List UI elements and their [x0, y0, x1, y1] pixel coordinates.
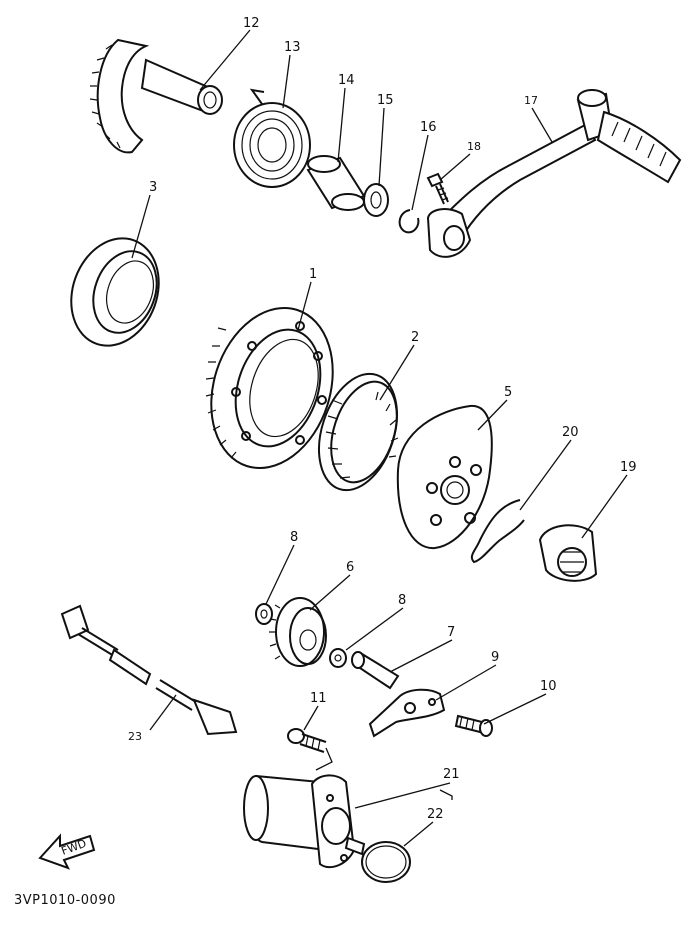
callout-21: 21 — [443, 767, 460, 782]
callout-7: 7 — [447, 625, 455, 640]
callout-18: 18 — [467, 140, 481, 153]
callout-12: 12 — [243, 16, 260, 31]
callout-17: 17 — [524, 94, 538, 107]
part-13-torsion-spring — [233, 88, 311, 188]
callout-6: 6 — [346, 560, 354, 575]
callout-labels: 12 13 14 15 16 17 18 3 1 2 5 20 19 8 6 8… — [128, 16, 637, 822]
leader-lines — [131, 29, 628, 847]
part-1-ring-gear — [205, 306, 334, 470]
callout-22: 22 — [427, 807, 444, 822]
callout-23: 23 — [128, 730, 142, 743]
callout-3: 3 — [149, 180, 157, 195]
fwd-arrow-icon: FWD — [38, 833, 96, 870]
callout-8-upper: 8 — [290, 530, 298, 545]
part-2-one-way-clutch — [318, 372, 399, 492]
callout-20: 20 — [562, 425, 579, 440]
part-8-washer-lower — [329, 648, 347, 668]
part-16-circlip — [398, 209, 420, 234]
callout-19: 19 — [620, 460, 637, 475]
part-11-bolt — [287, 728, 327, 753]
part-3-seal-ring — [70, 237, 160, 347]
callout-5: 5 — [504, 385, 512, 400]
callout-10: 10 — [540, 679, 557, 694]
part-19-pinion-gear — [538, 524, 598, 582]
callout-8-lower: 8 — [398, 593, 406, 608]
part-21-starter-motor — [243, 774, 366, 869]
callout-11: 11 — [310, 691, 327, 706]
callout-13: 13 — [284, 40, 301, 55]
part-12-kick-axle — [89, 38, 223, 154]
part-18-bolt — [426, 172, 449, 205]
callout-2: 2 — [411, 330, 419, 345]
part-15-washer — [363, 183, 389, 217]
part-23-wire-harness — [60, 604, 238, 736]
part-22-o-ring — [361, 841, 411, 883]
callout-1: 1 — [309, 267, 317, 282]
callout-15: 15 — [377, 93, 394, 108]
part-7-shaft — [351, 651, 400, 690]
part-5-clutch-plate — [396, 404, 493, 550]
part-20-circlip — [470, 499, 525, 564]
part-6-idler-gear — [269, 597, 327, 667]
part-14-collar — [306, 155, 366, 211]
part-10-screw — [454, 714, 493, 737]
part-17-kick-crank — [426, 89, 682, 258]
part-9-plate — [368, 688, 446, 738]
diagram-code: 3VP1010-0090 — [14, 893, 116, 908]
part-8-washer-upper — [255, 603, 273, 625]
callout-14: 14 — [338, 73, 355, 88]
callout-9: 9 — [491, 650, 499, 665]
callout-16: 16 — [420, 120, 437, 135]
